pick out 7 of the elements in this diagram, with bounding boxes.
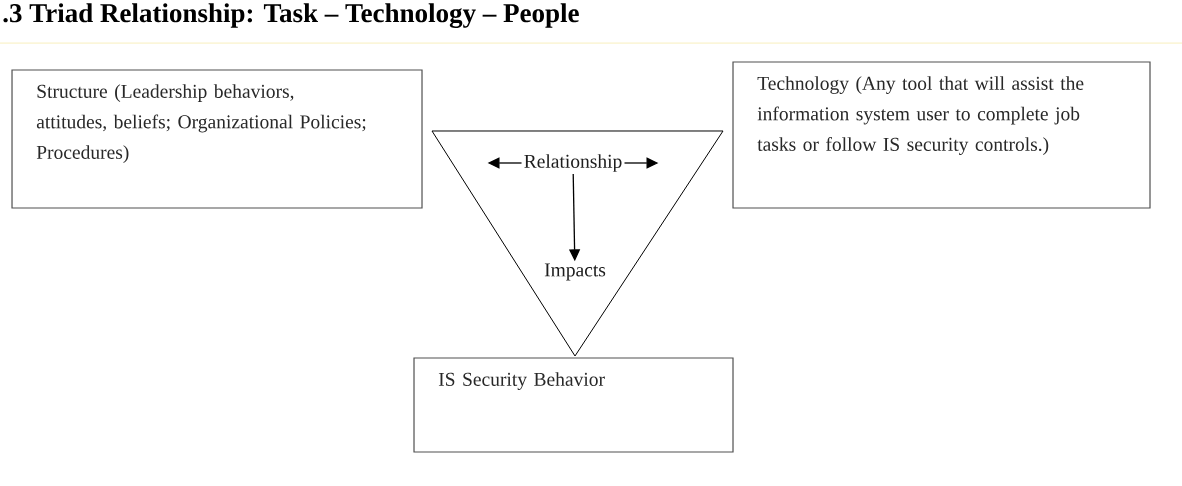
text-box: Technology (Any tool that will assist the information system user to complete job tasks or follow IS security controls.): [732, 61, 1151, 209]
inverted-triangle: [431, 130, 724, 357]
triangle-text: Impacts: [544, 263, 606, 281]
title: .3 Triad Relationship: Task – Technology – People: [3, 3, 579, 28]
text-box: IS Security Behavior: [413, 357, 734, 453]
text-box: Structure (Leadership behaviors, attitudes, beliefs; Organizational Policies; Procedures): [11, 69, 423, 209]
triangle-text: Relationship: [524, 154, 622, 172]
